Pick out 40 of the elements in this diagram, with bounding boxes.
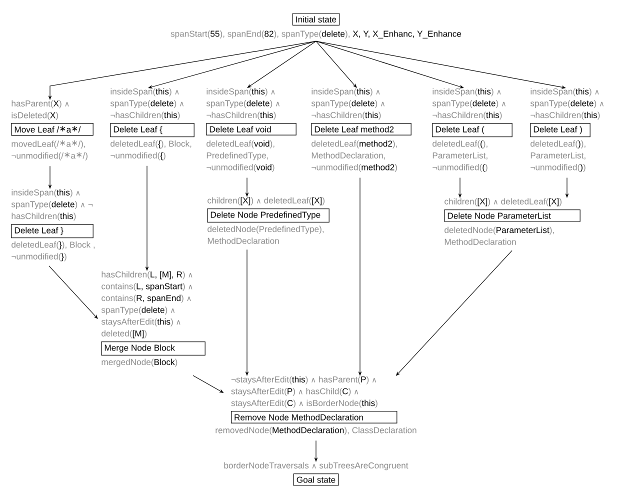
precondition-text: borderNodeTraversals ∧ subTreesAreCongruent — [224, 462, 408, 470]
postcondition-text: movedLeaf(/∗a∗/), ¬unmodified(/∗a∗/) — [12, 140, 88, 160]
action-box: Remove Node MethodDeclaration — [230, 411, 398, 424]
precondition-text: insideSpan(this) ∧ spanType(delete) ∧ ¬hasChildren(this) — [110, 88, 184, 120]
postcondition-text: deletedLeaf(}), Block , ¬unmodified(}) — [12, 241, 95, 262]
action-box: Delete Leaf ) — [530, 123, 591, 138]
action-box: Delete Leaf void — [206, 123, 297, 136]
precondition-text: insideSpan(this) ∧ spanType(delete) ∧ ¬hasChildren(this) — [311, 88, 385, 120]
action-box: Move Leaf /∗a∗/ — [10, 123, 94, 136]
arrow — [316, 40, 357, 88]
action-box: Delete Leaf method2 — [310, 123, 412, 136]
action-box: Delete Node PredefinedType — [206, 208, 330, 222]
postcondition-text: deletedLeaf()), ParameterList, ¬unmodified()) — [530, 140, 586, 172]
arrow — [48, 266, 98, 319]
precondition-text: children([X]) ∧ deletedLeaf([X]) — [444, 198, 562, 206]
action-box: Initial state — [292, 13, 340, 26]
precondition-text: insideSpan(this) ∧ spanType(delete) ∧ ¬hasChildren(this) — [432, 88, 506, 120]
action-box: Delete Node ParameterList — [444, 209, 581, 222]
postcondition-text: mergedNode(Block) — [102, 358, 178, 367]
postcondition-text: spanStart(55), spanEnd(82), spanType(delete), X, Y, X_Enhanc, Y_Enhance — [170, 30, 462, 38]
precondition-text: ¬staysAfterEdit(this) ∧ hasParent(P) ∧ staysAfterEdit(P) ∧ hasChild(C) ∧ staysAfterEdit(C) ∧ isBorderNode(this) — [231, 376, 378, 408]
precondition-text: children([X]) ∧ deletedLeaf([X]) — [208, 197, 324, 206]
action-box: Delete Leaf { — [110, 123, 195, 138]
postcondition-text: deletedLeaf(void), PredefinedType, ¬unmodified(void) — [206, 140, 274, 172]
arrow — [247, 40, 316, 88]
postcondition-text: deletedLeaf(method2), MethodDeclaration, ¬unmodified(method2) — [312, 140, 397, 172]
action-box: Goal state — [293, 473, 339, 486]
postcondition-text: deletedLeaf((), ParameterList, ¬unmodified(() — [432, 140, 488, 172]
precondition-text: hasChildren(L, [M], R) ∧ contains(L, spanStart) ∧ contains(R, spanEnd) ∧ spanType(delete) ∧ staysAfterEdit(this) ∧ deleted([M]) — [101, 271, 192, 338]
postcondition-text: deletedLeaf({), Block, ¬unmodified({) — [110, 140, 192, 160]
postcondition-text: removedNode(MethodDeclaration), ClassDeclaration — [216, 426, 416, 435]
action-box: Delete Leaf } — [10, 224, 94, 238]
precondition-text: insideSpan(this) ∧ spanType(delete) ∧ ¬ hasChildren(this) — [11, 189, 93, 221]
precondition-text: insideSpan(this) ∧ spanType(delete) ∧ ¬hasChildren(this) — [530, 88, 604, 120]
action-box: Delete Leaf ( — [432, 123, 513, 138]
action-box: Merge Node Block — [100, 341, 206, 356]
precondition-text: insideSpan(this) ∧ spanType(delete) ∧ ¬hasChildren(this) — [206, 88, 280, 120]
postcondition-text: deletedNode(PredefinedType), MethodDeclaration — [208, 226, 324, 244]
precondition-text: hasParent(X) ∧ isDeleted(X) — [12, 100, 69, 120]
postcondition-text: deletedNode(ParameterList), MethodDeclaration — [444, 226, 554, 245]
